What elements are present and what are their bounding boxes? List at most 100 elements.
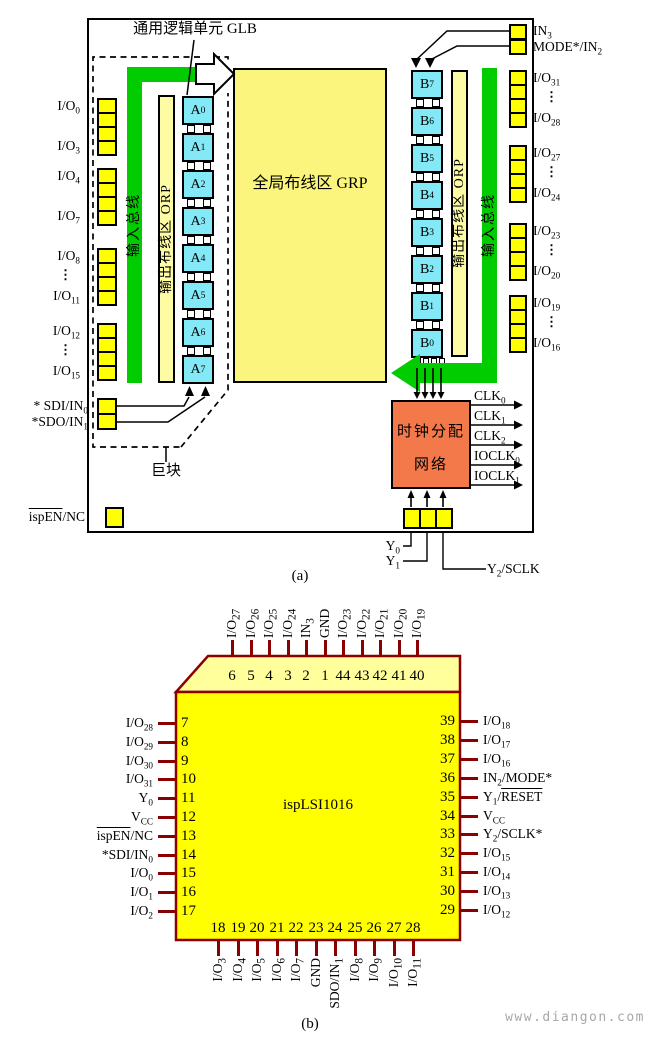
- glb-b-nub: [432, 99, 440, 107]
- pin-stub-top-43: [361, 640, 364, 656]
- pin-label-28: I/O11: [405, 958, 424, 987]
- clock-network-label-2: 网络: [413, 457, 448, 473]
- pin-stub-right-38: [460, 739, 478, 742]
- pin-label-18: I/O3: [210, 958, 229, 982]
- io-label: I/O20: [533, 263, 561, 281]
- pin-stub-bottom-23: [315, 940, 318, 956]
- pin-number-35: 35: [440, 789, 455, 805]
- pin-label-31: I/O14: [483, 864, 511, 882]
- pin-label-25: I/O8: [347, 958, 366, 982]
- pin-stub-bottom-20: [256, 940, 259, 956]
- pin-number-29: 29: [440, 902, 455, 918]
- pin-number-2: 2: [302, 668, 310, 684]
- pin-stub-left-15: [158, 872, 176, 875]
- io-label: I/O23: [533, 223, 561, 241]
- input-bus-right: [482, 68, 497, 383]
- io-label: I/O4: [57, 168, 80, 186]
- io-label: I/O16: [533, 335, 561, 353]
- pin-number-42: 42: [372, 668, 388, 684]
- watermark: www.diangon.com: [505, 1010, 645, 1025]
- pin-stub-left-14: [158, 854, 176, 857]
- grp-label: 全局布线区 GRP: [252, 175, 368, 192]
- pin-stub-left-13: [158, 835, 176, 838]
- pin-number-22: 22: [288, 920, 304, 936]
- sdi-label: * SDI/IN0: [33, 398, 88, 416]
- pin-label-29: I/O12: [483, 902, 511, 920]
- pin-label-35: Y1/RESET: [483, 789, 543, 807]
- pin-label-19: I/O4: [230, 958, 249, 982]
- pin-stub-left-12: [158, 816, 176, 819]
- pin-stub-bottom-28: [412, 940, 415, 956]
- pin-label-4: I/O25: [261, 608, 280, 638]
- pin-number-19: 19: [230, 920, 246, 936]
- pin-label-16: I/O1: [130, 884, 153, 902]
- pin-number-32: 32: [440, 845, 455, 861]
- pin-number-8: 8: [181, 734, 189, 750]
- pin-stub-bottom-21: [276, 940, 279, 956]
- pin-label-20: I/O5: [249, 958, 268, 982]
- io-dots: ⋮: [545, 89, 558, 104]
- pin-number-4: 4: [265, 668, 273, 684]
- pin-number-14: 14: [181, 847, 196, 863]
- sdo-label: *SDO/IN1: [31, 414, 88, 432]
- io-label: I/O28: [533, 110, 561, 128]
- glb-b-nub: [416, 284, 424, 292]
- glb-b-nub: [432, 173, 440, 181]
- pin-stub-top-2: [305, 640, 308, 656]
- io-label: I/O27: [533, 145, 561, 163]
- caption-a: (a): [291, 568, 309, 584]
- clock-network-box: [391, 400, 471, 489]
- pin-label-6: I/O27: [224, 608, 243, 638]
- pin-label-2: IN3: [298, 618, 317, 638]
- y0-label: Y0: [385, 538, 400, 556]
- pin-number-44: 44: [335, 668, 351, 684]
- pin-number-43: 43: [354, 668, 370, 684]
- pin-number-6: 6: [228, 668, 236, 684]
- pin-stub-bottom-19: [237, 940, 240, 956]
- grp-box: [233, 68, 387, 383]
- pin-number-40: 40: [409, 668, 425, 684]
- pin-stub-left-9: [158, 760, 176, 763]
- io-label: I/O24: [533, 185, 561, 203]
- pin-number-26: 26: [366, 920, 382, 936]
- pin-label-32: I/O15: [483, 845, 511, 863]
- pin-label-42: I/O21: [372, 608, 391, 638]
- pin-label-11: Y0: [138, 790, 153, 808]
- pin-number-33: 33: [440, 826, 455, 842]
- pin-number-21: 21: [269, 920, 285, 936]
- glb-b-nub: [416, 173, 424, 181]
- pin-label-38: I/O17: [483, 732, 511, 750]
- pin-stub-right-32: [460, 852, 478, 855]
- pin-stub-left-16: [158, 891, 176, 894]
- io-dots: ⋮: [59, 342, 72, 357]
- glb-b-nub: [416, 99, 424, 107]
- pin-stub-right-39: [460, 720, 478, 723]
- pin-label-40: I/O19: [409, 608, 428, 638]
- io-dots: ⋮: [545, 242, 558, 257]
- io-pad-right-g3: [509, 337, 527, 353]
- pin-number-16: 16: [181, 884, 196, 900]
- pin-number-28: 28: [405, 920, 421, 936]
- io-label: I/O3: [57, 138, 80, 156]
- io-dots: ⋮: [59, 267, 72, 282]
- pin-number-18: 18: [210, 920, 226, 936]
- macroblock-label: 巨块: [150, 463, 181, 479]
- pin-number-9: 9: [181, 753, 189, 769]
- y-clock-pad: [435, 508, 453, 529]
- ispen-label: ispEN/NC: [28, 509, 85, 524]
- glb-b-nub: [416, 136, 424, 144]
- pin-number-27: 27: [386, 920, 402, 936]
- pin-number-12: 12: [181, 809, 196, 825]
- pin-number-7: 7: [181, 715, 189, 731]
- in3-label: IN3: [533, 23, 552, 41]
- y1-label: Y1: [385, 553, 400, 571]
- block-diagram-a: 通用逻辑单元 GLB 输入总线 输出布线区 ORP 全局布线区 GRP 输出布线…: [28, 18, 602, 584]
- pin-number-5: 5: [247, 668, 255, 684]
- pin-label-9: I/O30: [125, 753, 153, 771]
- y2-sclk-label: Y2/SCLK: [487, 561, 540, 579]
